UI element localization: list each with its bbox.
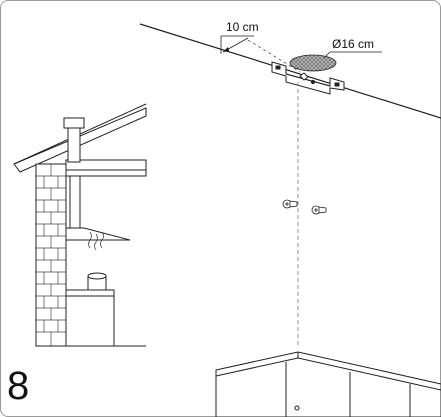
ceiling-bracket-icon	[271, 61, 345, 95]
duct-hole-icon: Ø16 cm	[289, 37, 382, 72]
duct-diameter-label: Ø16 cm	[332, 37, 374, 51]
hood-body	[215, 351, 441, 417]
screw-icon	[282, 199, 298, 209]
house-with-chimney-hood-icon	[13, 103, 147, 347]
offset-dimension: 10 cm	[220, 20, 301, 73]
ceiling-line	[139, 23, 441, 119]
screw-icon	[311, 205, 327, 215]
offset-dimension-label: 10 cm	[226, 20, 259, 34]
step-number: 8	[7, 364, 30, 408]
